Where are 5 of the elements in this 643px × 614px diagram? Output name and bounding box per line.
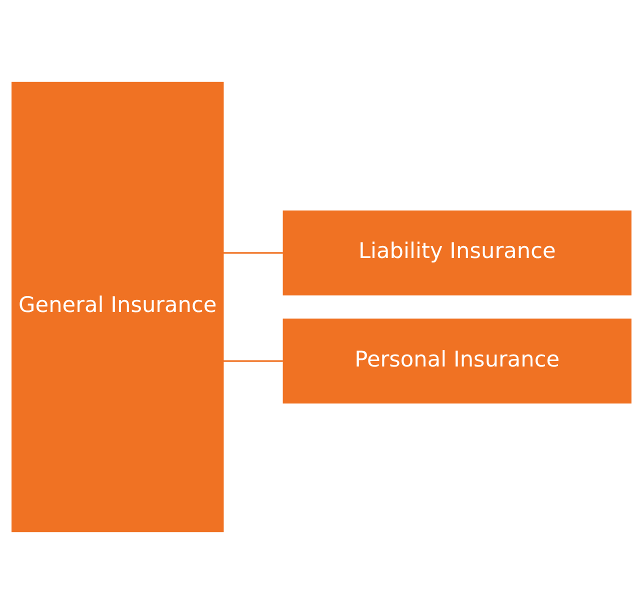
node-box: Personal Insurance xyxy=(282,318,632,404)
node-box: Liability Insurance xyxy=(282,210,632,296)
connector xyxy=(223,360,283,362)
node-box: General Insurance xyxy=(12,82,224,532)
connector xyxy=(223,252,283,254)
